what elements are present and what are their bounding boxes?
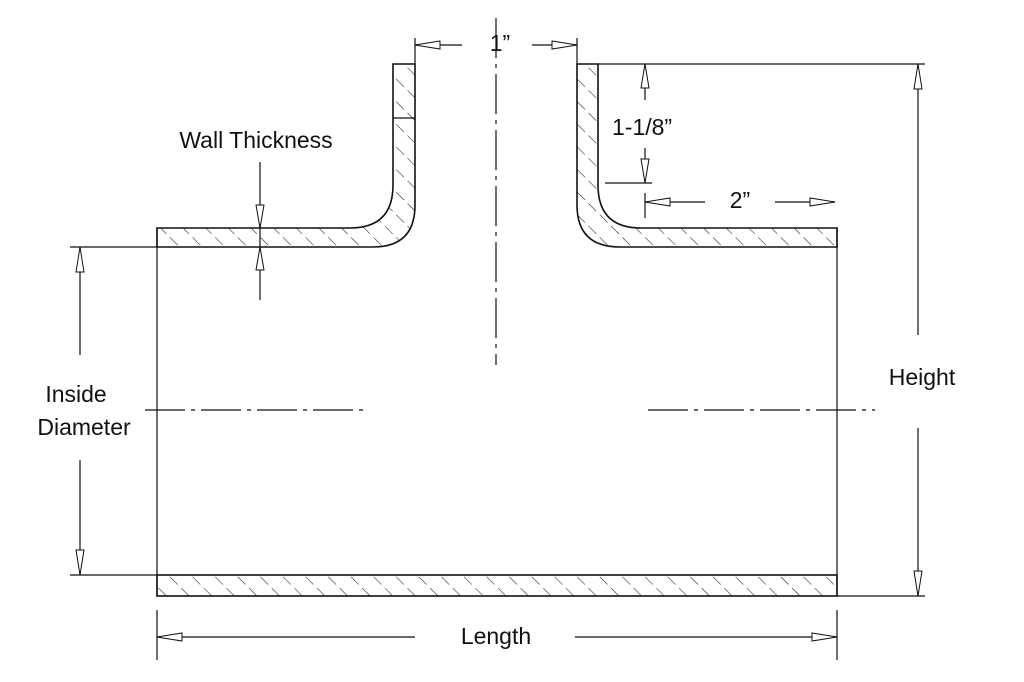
arrow-icon	[913, 570, 923, 597]
arrow-icon	[551, 40, 578, 50]
branch-id-label: 1”	[490, 30, 510, 56]
arrow-icon	[640, 158, 650, 184]
arrow-icon	[75, 549, 85, 576]
arrow-icon	[913, 63, 923, 90]
length-label: Length	[461, 623, 531, 649]
arrow-icon	[75, 246, 85, 273]
length-dimension: Length	[156, 610, 838, 660]
inside-diameter-dimension: Inside Diameter	[37, 246, 157, 576]
bottom-wall	[156, 574, 838, 597]
arrow-icon	[640, 63, 650, 89]
inside-diameter-label-2: Diameter	[37, 414, 131, 440]
arrow-icon	[414, 40, 441, 50]
arrow-icon	[255, 246, 265, 271]
branch-id-dimension: 1”	[414, 30, 578, 64]
arrow-icon	[811, 632, 838, 642]
wall-thickness-label: Wall Thickness	[179, 127, 332, 153]
branch-length-dimension: 1-1/8”	[605, 63, 672, 184]
arrow-icon	[644, 197, 671, 207]
right-top-wall	[576, 63, 838, 248]
inside-diameter-label: Inside	[45, 381, 106, 407]
run-extension-dimension: 2”	[644, 187, 836, 218]
height-label: Height	[889, 364, 956, 390]
arrow-icon	[156, 632, 183, 642]
height-dimension: Height	[837, 63, 956, 597]
arrow-icon	[809, 197, 836, 207]
branch-length-label: 1-1/8”	[612, 114, 672, 140]
run-extension-label: 2”	[730, 187, 750, 213]
wall-thickness-dimension: Wall Thickness	[179, 127, 333, 300]
left-top-wall	[156, 63, 416, 248]
arrow-icon	[255, 204, 265, 229]
